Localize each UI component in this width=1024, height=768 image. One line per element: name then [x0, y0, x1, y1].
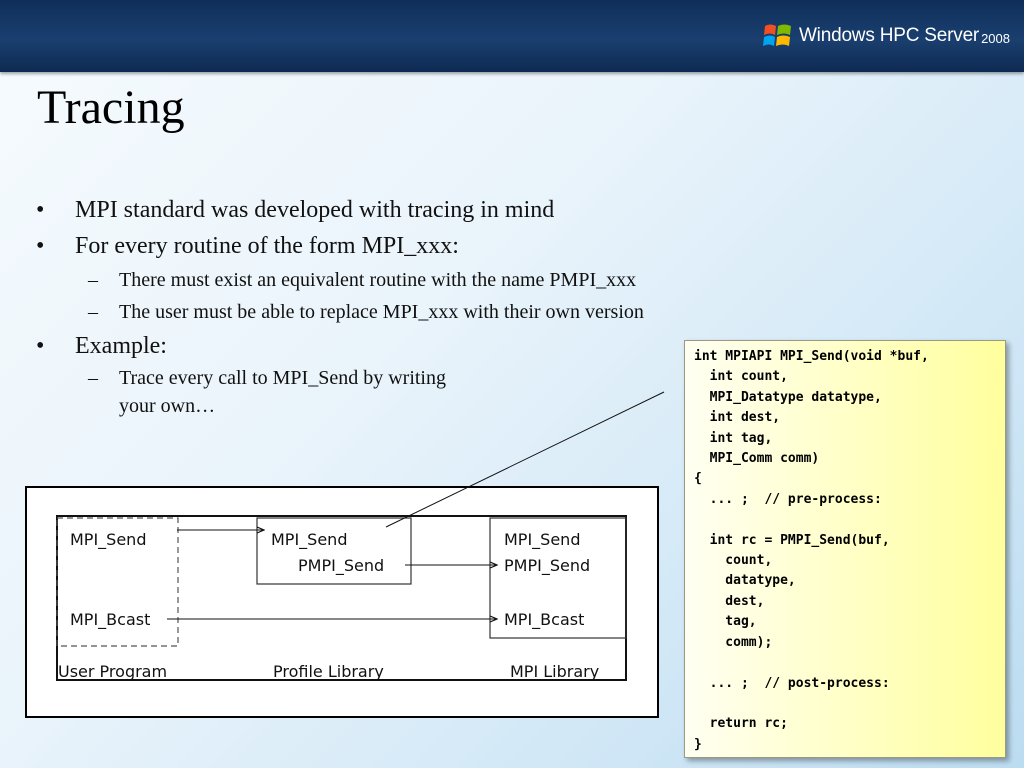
code-line: MPI_Comm comm) [694, 451, 820, 467]
code-line: int count, [694, 369, 788, 385]
sub-bullet-text: There must exist an equivalent routine w… [119, 269, 637, 291]
brand-year: 2008 [981, 30, 1010, 46]
profile-send-label: MPI_Send [271, 530, 347, 550]
library-pmpi-send-label: PMPI_Send [504, 556, 590, 576]
code-line: int rc = PMPI_Send(buf, [694, 532, 890, 548]
sub-bullet-item: – Trace every call to MPI_Send by writin… [0, 364, 459, 420]
bullet-text: Example: [75, 333, 167, 359]
bullet-item: • MPI standard was developed with tracin… [0, 192, 680, 228]
code-line: int dest, [694, 410, 781, 426]
slide-title: Tracing [37, 81, 185, 134]
user-program-caption: User Program [58, 662, 167, 681]
code-line: int MPIAPI MPI_Send(void *buf, [694, 349, 929, 364]
code-line: return rc; [694, 716, 788, 732]
sub-bullet-text: Trace every call to MPI_Send by writing … [119, 367, 446, 417]
bullet-item: • Example: [0, 328, 680, 364]
sub-bullet-item: – There must exist an equivalent routine… [0, 264, 680, 296]
bullet-list: • MPI standard was developed with tracin… [0, 192, 680, 420]
library-bcast-label: MPI_Bcast [504, 610, 584, 630]
code-line: tag, [694, 614, 757, 630]
bullet-text: For every routine of the form MPI_xxx: [75, 233, 459, 259]
profile-library-box [256, 517, 412, 585]
library-send-label: MPI_Send [504, 530, 580, 550]
sub-bullet-item: – The user must be able to replace MPI_x… [0, 296, 680, 328]
code-listing-box: int MPIAPI MPI_Send(void *buf, int count… [684, 340, 1006, 758]
code-line: } [694, 736, 702, 752]
bullet-marker: • [36, 197, 45, 223]
code-line: MPI_Datatype datatype, [694, 389, 882, 405]
code-line: ... ; // post-process: [694, 675, 890, 691]
brand-name: Windows HPC Server [798, 25, 980, 46]
sub-bullet-text: The user must be able to replace MPI_xxx… [119, 301, 644, 323]
bullet-item: • For every routine of the form MPI_xxx: [0, 228, 680, 264]
code-line [694, 653, 1005, 673]
sub-bullet-marker: – [88, 301, 98, 323]
bullet-marker: • [36, 233, 45, 259]
code-line [694, 510, 1005, 530]
mpi-library-caption: MPI Library [510, 662, 599, 681]
user-bcast-label: MPI_Bcast [70, 610, 150, 630]
profile-pmpi-send-label: PMPI_Send [298, 556, 384, 576]
code-line [694, 694, 1005, 714]
sub-bullet-marker: – [88, 367, 98, 389]
user-program-box [56, 517, 179, 647]
bullet-text: MPI standard was developed with tracing … [75, 197, 555, 223]
tracing-diagram: MPI_Send MPI_Bcast MPI_Send PMPI_Send MP… [25, 486, 659, 718]
user-send-label: MPI_Send [70, 530, 146, 550]
code-listing: int MPIAPI MPI_Send(void *buf, int count… [694, 347, 1005, 755]
bullet-marker: • [36, 333, 45, 359]
code-line: dest, [694, 593, 765, 609]
profile-library-caption: Profile Library [273, 662, 384, 681]
code-line: datatype, [694, 573, 796, 589]
windows-hpc-server-logo: Windows HPC Server 2008 [762, 20, 1010, 52]
code-line: count, [694, 553, 773, 569]
code-line: comm); [694, 634, 773, 650]
sub-bullet-marker: – [88, 269, 98, 291]
diagram-canvas: MPI_Send MPI_Bcast MPI_Send PMPI_Send MP… [56, 515, 627, 681]
code-line: ... ; // pre-process: [694, 491, 882, 507]
code-line: { [694, 471, 702, 487]
code-line: int tag, [694, 430, 773, 446]
windows-flag-icon [762, 24, 791, 46]
header-banner: Windows HPC Server 2008 [0, 0, 1024, 72]
